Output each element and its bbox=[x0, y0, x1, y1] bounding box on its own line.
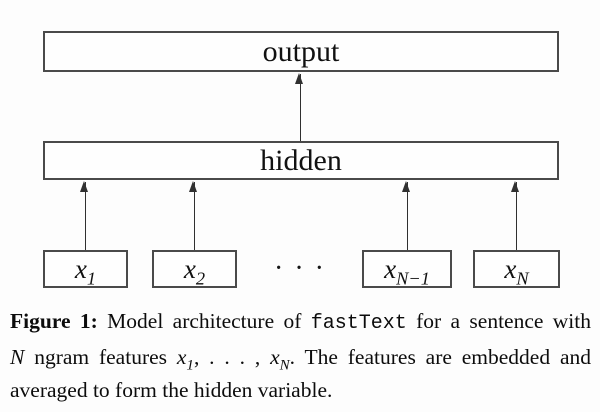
input-box-xn: xN bbox=[473, 250, 560, 288]
input-box-x1: x1 bbox=[43, 250, 128, 288]
caption-line-1: Figure 1: Model architecture of fastText… bbox=[10, 309, 592, 335]
output-label: output bbox=[262, 34, 340, 68]
output-box: output bbox=[43, 31, 559, 72]
figure-number: Figure 1: bbox=[10, 309, 98, 333]
input-label-xn-1: xN−1 bbox=[384, 253, 430, 288]
caption-line-2: N ngram features x1, . . . , xN. The fea… bbox=[10, 344, 591, 373]
fasttext-code-word: fastText bbox=[310, 312, 407, 335]
caption-line-3: averaged to form the hidden variable. bbox=[10, 378, 333, 402]
figure-caption: Figure 1: Model architecture of fastText… bbox=[10, 305, 591, 408]
input-label-x1: x1 bbox=[74, 253, 97, 288]
input-box-xn-1: xN−1 bbox=[362, 250, 452, 288]
input-label-xn: xN bbox=[504, 253, 529, 288]
arrow-x1-to-hidden bbox=[79, 181, 88, 250]
arrow-hidden-to-output bbox=[294, 73, 303, 141]
hidden-box: hidden bbox=[43, 141, 559, 180]
input-box-x2: x2 bbox=[152, 250, 237, 288]
arrow-xn-1-to-hidden bbox=[401, 181, 410, 250]
ellipsis-dots: · · · bbox=[274, 253, 326, 284]
arrow-xn-to-hidden bbox=[510, 181, 519, 250]
input-label-x2: x2 bbox=[183, 253, 206, 288]
hidden-label: hidden bbox=[260, 143, 342, 177]
arrow-x2-to-hidden bbox=[188, 181, 197, 250]
